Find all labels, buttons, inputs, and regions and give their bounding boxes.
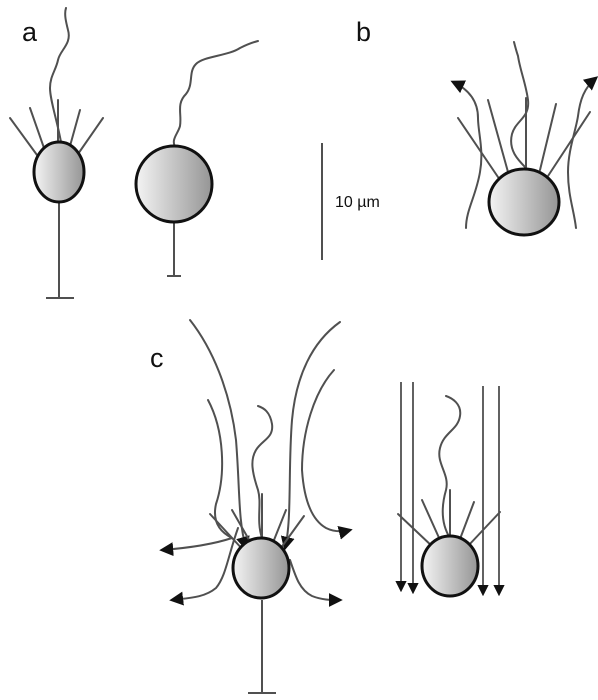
panel-c-right-dendrite-2 — [422, 500, 440, 540]
panel-c-right-soma — [422, 536, 478, 596]
panel-a-cell-2-cilium — [174, 41, 258, 148]
panel-c-right-dendrite-4 — [460, 502, 474, 539]
panel-a-cell-1 — [10, 8, 103, 298]
panel-a-cell-1-soma — [34, 142, 84, 202]
panel-c-right-dendrite-1 — [398, 514, 434, 548]
panel-b-cell — [453, 42, 596, 235]
scale-bar: 10 µm — [322, 143, 380, 260]
panel-c-left-outer-curve-left — [190, 320, 246, 548]
panel-b-left-arrow-process — [453, 82, 481, 228]
panel-c-right-dendrite-5 — [468, 512, 500, 546]
panel-a-cell-1-dendrite-5 — [78, 118, 103, 154]
panel-label-c: c — [150, 343, 164, 373]
panel-label-b: b — [356, 17, 371, 47]
panel-a-cell-1-dendrite-2 — [30, 108, 44, 148]
panel-label-a: a — [22, 17, 38, 47]
panel-c-left-inner-curve-right-1 — [302, 370, 350, 531]
panel-c-left-inner-curve-right-2 — [290, 560, 340, 600]
panel-c-left-soma — [233, 538, 289, 598]
panel-b-soma — [489, 169, 559, 235]
panel-c-right-cell — [398, 382, 500, 596]
panel-c-left-cell — [162, 320, 350, 693]
scale-bar-label: 10 µm — [335, 194, 380, 211]
panel-a-cell-2-soma — [136, 146, 212, 222]
panel-b-dendrite-2 — [488, 100, 508, 172]
panel-a-cell-2 — [136, 41, 258, 276]
panel-b-dendrite-4 — [540, 104, 556, 170]
panel-a-cell-1-dendrite-4 — [70, 110, 80, 146]
panel-a-cell-1-dendrite-1 — [10, 118, 37, 155]
panel-a-cell-1-cilium — [50, 8, 69, 142]
panel-b-right-arrow-process — [568, 78, 596, 228]
